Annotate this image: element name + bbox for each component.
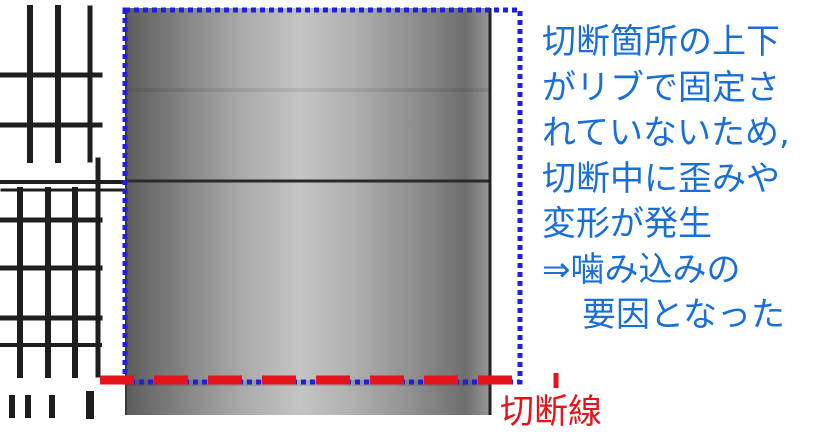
- annotation-text: 切断箇所の上下 がリブで固定さ れていないため, 切断中に歪みや 変形が発生 ⇒…: [542, 20, 821, 339]
- annotation-line: 切断中に歪みや: [542, 158, 780, 199]
- annotation-line: 変形が発生: [542, 204, 712, 244]
- annotation-line: 要因となった: [582, 295, 785, 335]
- annotation-line: 切断箇所の上下: [542, 22, 780, 62]
- annotation-line: がリブで固定さ: [542, 67, 780, 108]
- cut-line-label: 切断線: [500, 392, 602, 432]
- scaffold-frame: [0, 5, 127, 419]
- annotation-line: れていないため,: [542, 113, 790, 153]
- annotation-line: ⇒噛み込みの: [542, 249, 741, 290]
- cylinder-body: [125, 8, 492, 415]
